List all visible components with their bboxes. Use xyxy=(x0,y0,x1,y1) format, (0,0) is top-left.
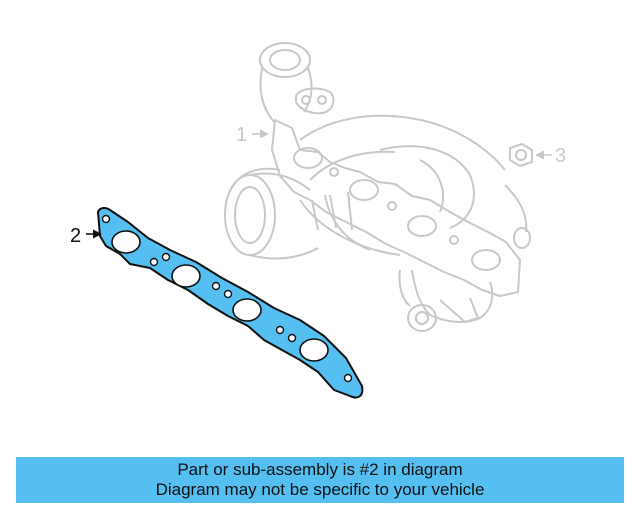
callout-2: 2 xyxy=(70,225,102,247)
callout-2-label: 2 xyxy=(70,225,81,247)
callout-3: 3 xyxy=(535,145,566,167)
banner-line-2: Diagram may not be specific to your vehi… xyxy=(155,480,485,499)
banner-line-1: Part or sub-assembly is #2 in diagram xyxy=(177,460,463,479)
gasket-port-holes xyxy=(111,230,329,362)
gasket-bolt-holes xyxy=(101,214,353,383)
turbocharger-assembly xyxy=(224,42,531,332)
nut-part xyxy=(509,142,533,168)
callout-3-label: 3 xyxy=(555,145,566,167)
callout-1: 1 xyxy=(236,124,269,146)
exhaust-manifold-gasket xyxy=(97,206,364,399)
callout-1-label: 1 xyxy=(236,124,247,146)
parts-diagram: 1 3 2 xyxy=(70,42,566,399)
info-banner: Part or sub-assembly is #2 in diagram Di… xyxy=(16,457,624,503)
